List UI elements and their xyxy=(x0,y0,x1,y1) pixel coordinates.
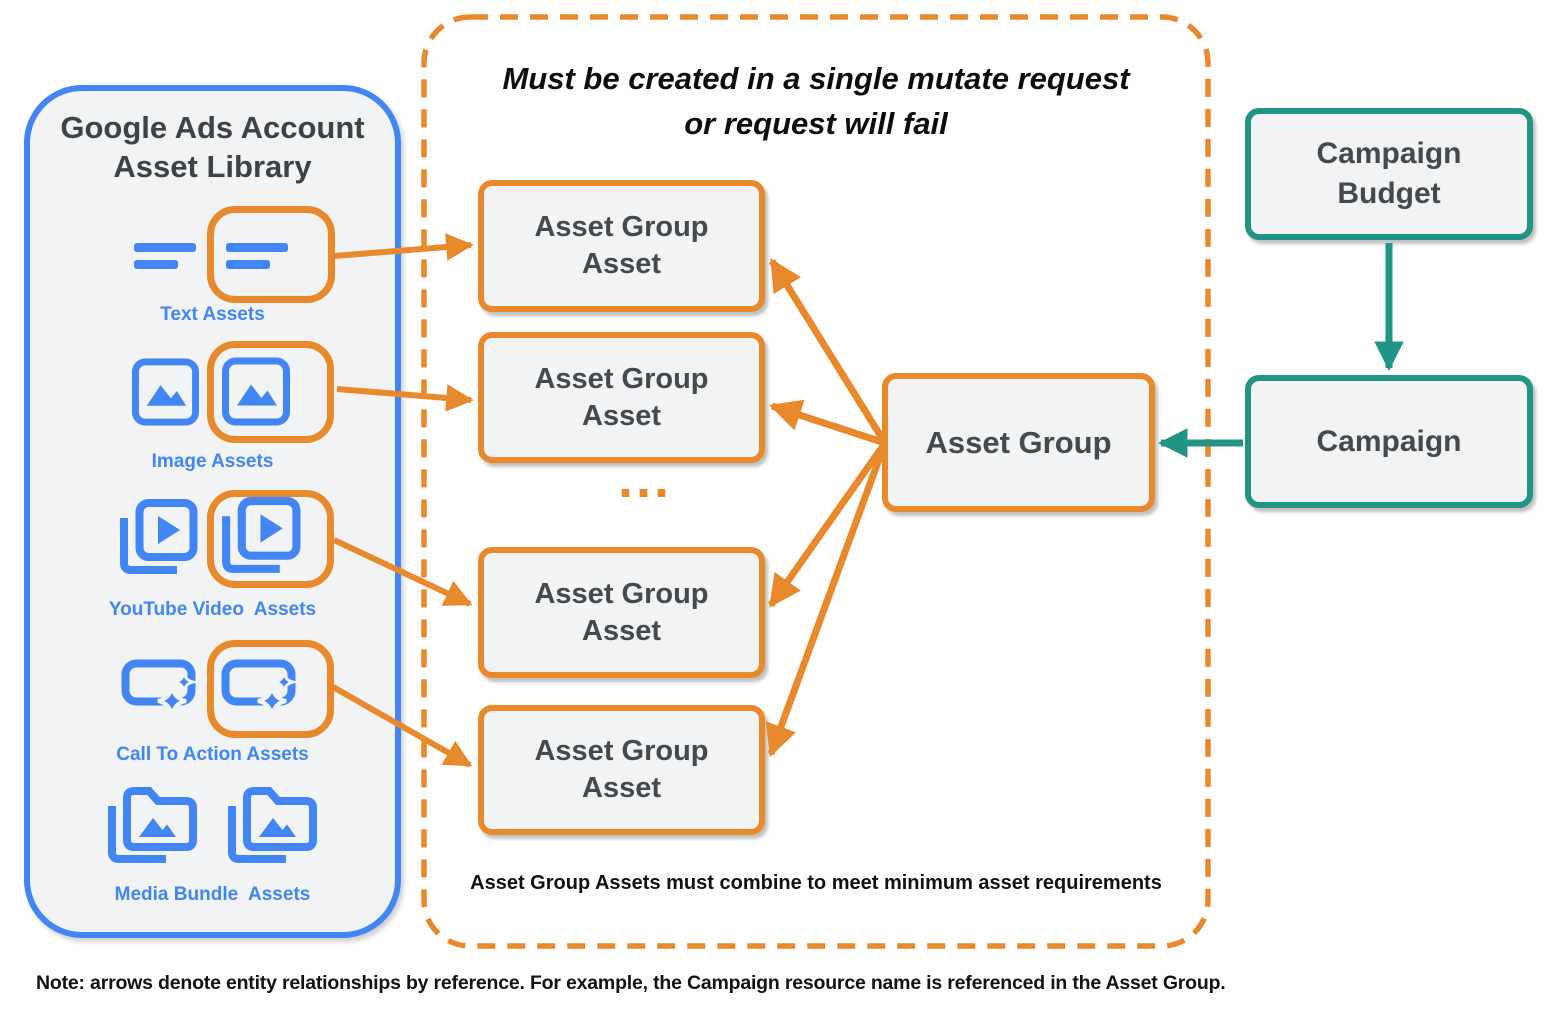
asset-group-asset-box-4: Asset Group Asset xyxy=(478,705,765,835)
label-cta-assets: Call To Action Assets xyxy=(116,744,309,765)
footnote: Note: arrows denote entity relationships… xyxy=(36,972,1226,994)
label-youtube-video-assets: YouTube Video Assets xyxy=(108,599,317,620)
cta-sparkle-icon xyxy=(121,655,199,723)
text-lines-icon xyxy=(134,243,196,269)
arrow-asset-group-to-box1 xyxy=(769,258,888,445)
asset-group-asset-box-2: Asset Group Asset xyxy=(478,332,765,463)
image-assets-selected-outline xyxy=(207,341,334,443)
text-assets-selected-outline xyxy=(207,206,335,303)
asset-group-box: Asset Group xyxy=(882,373,1155,512)
media-folder-icon xyxy=(103,785,199,867)
mutate-request-title: Must be created in a single mutate reque… xyxy=(502,61,1130,141)
media-folder-icon-2 xyxy=(223,785,319,867)
image-icon-selected xyxy=(222,356,290,427)
campaign-box: Campaign xyxy=(1245,375,1533,508)
label-image-assets: Image Assets xyxy=(151,451,274,472)
cta-assets-selected-outline xyxy=(207,640,334,738)
label-media-bundle-assets: Media Bundle Assets xyxy=(114,884,311,905)
image-icon xyxy=(132,357,199,427)
campaign-budget-box: Campaign Budget xyxy=(1245,108,1533,240)
video-assets-selected-outline xyxy=(207,490,334,588)
asset-group-asset-box-3: Asset Group Asset xyxy=(478,547,765,678)
text-lines-icon-selected xyxy=(226,243,288,269)
asset-group-asset-box-1: Asset Group Asset xyxy=(478,180,765,312)
label-text-assets: Text Assets xyxy=(160,304,265,325)
mutate-panel-caption: Asset Group Assets must combine to meet … xyxy=(470,872,1162,894)
arrow-asset-group-to-box3 xyxy=(768,440,888,608)
asset-library-title: Google Ads Account Asset Library xyxy=(60,110,365,184)
arrow-asset-group-to-box2 xyxy=(768,399,887,447)
arrow-asset-group-to-box4 xyxy=(765,441,889,758)
video-stack-icon xyxy=(116,499,198,578)
